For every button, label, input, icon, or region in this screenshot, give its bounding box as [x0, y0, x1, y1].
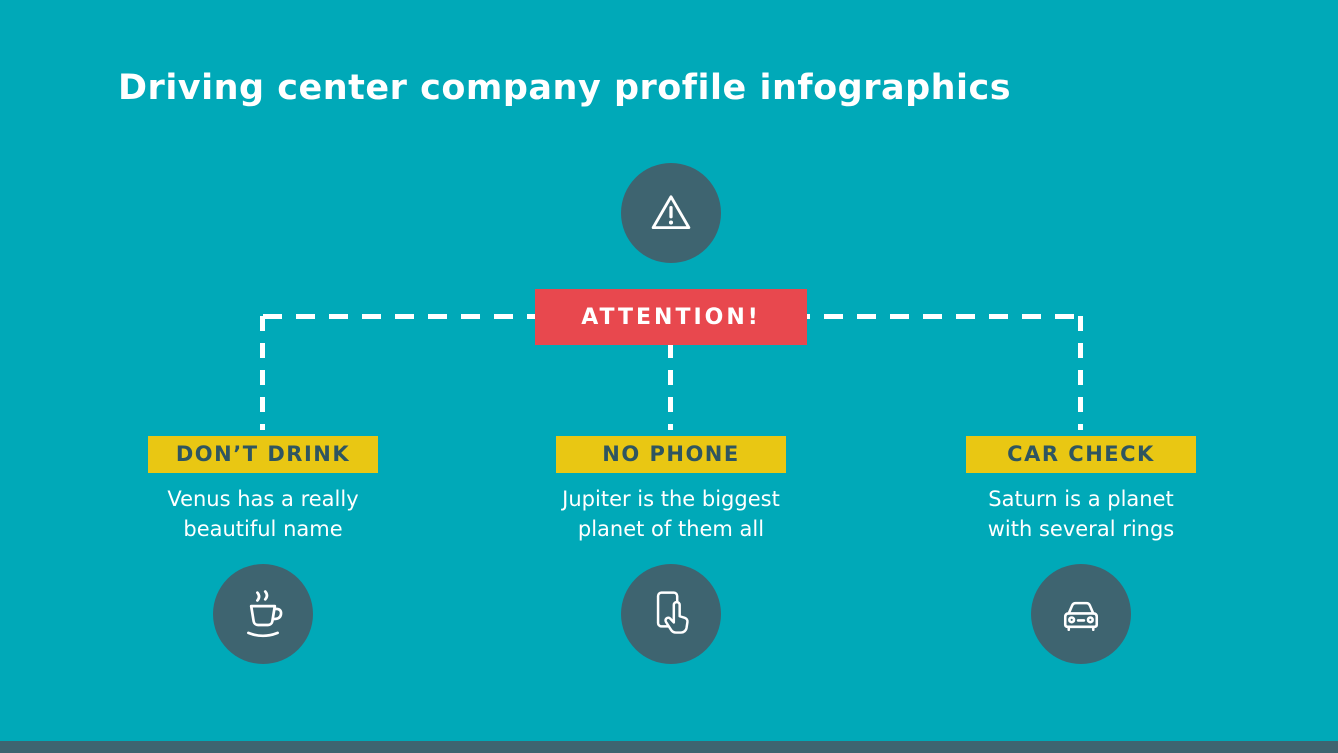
footer-bar: [0, 741, 1338, 753]
branch-description-no-phone: Jupiter is the biggest planet of them al…: [562, 487, 780, 541]
coffee-circle: [213, 564, 313, 664]
connector-vertical-left: [260, 316, 265, 430]
phone-tap-icon: [656, 591, 689, 634]
branch-dont-drink: DON’T DRINK Venus has a really beautiful…: [93, 436, 433, 664]
connector-vertical-middle: [668, 316, 673, 430]
phone-circle: [621, 564, 721, 664]
coffee-cup-icon: [247, 590, 283, 638]
car-circle: [1031, 564, 1131, 664]
branch-no-phone: NO PHONE Jupiter is the biggest planet o…: [501, 436, 841, 664]
branch-car-check: CAR CHECK Saturn is a planet with severa…: [911, 436, 1251, 664]
branch-description-car-check: Saturn is a planet with several rings: [987, 487, 1175, 541]
warning-circle: [621, 163, 721, 263]
connector-vertical-right: [1078, 316, 1083, 430]
slide-title: Driving center company profile infograph…: [118, 68, 1012, 108]
branch-label-no-phone: NO PHONE: [556, 436, 786, 473]
car-front-icon: [1063, 601, 1099, 632]
branch-label-car-check: CAR CHECK: [966, 436, 1196, 473]
warning-triangle-icon: [651, 195, 691, 230]
branch-description-dont-drink: Venus has a really beautiful name: [167, 487, 359, 541]
attention-banner: ATTENTION!: [535, 289, 807, 345]
branch-label-dont-drink: DON’T DRINK: [148, 436, 378, 473]
attention-label: ATTENTION!: [581, 304, 761, 330]
